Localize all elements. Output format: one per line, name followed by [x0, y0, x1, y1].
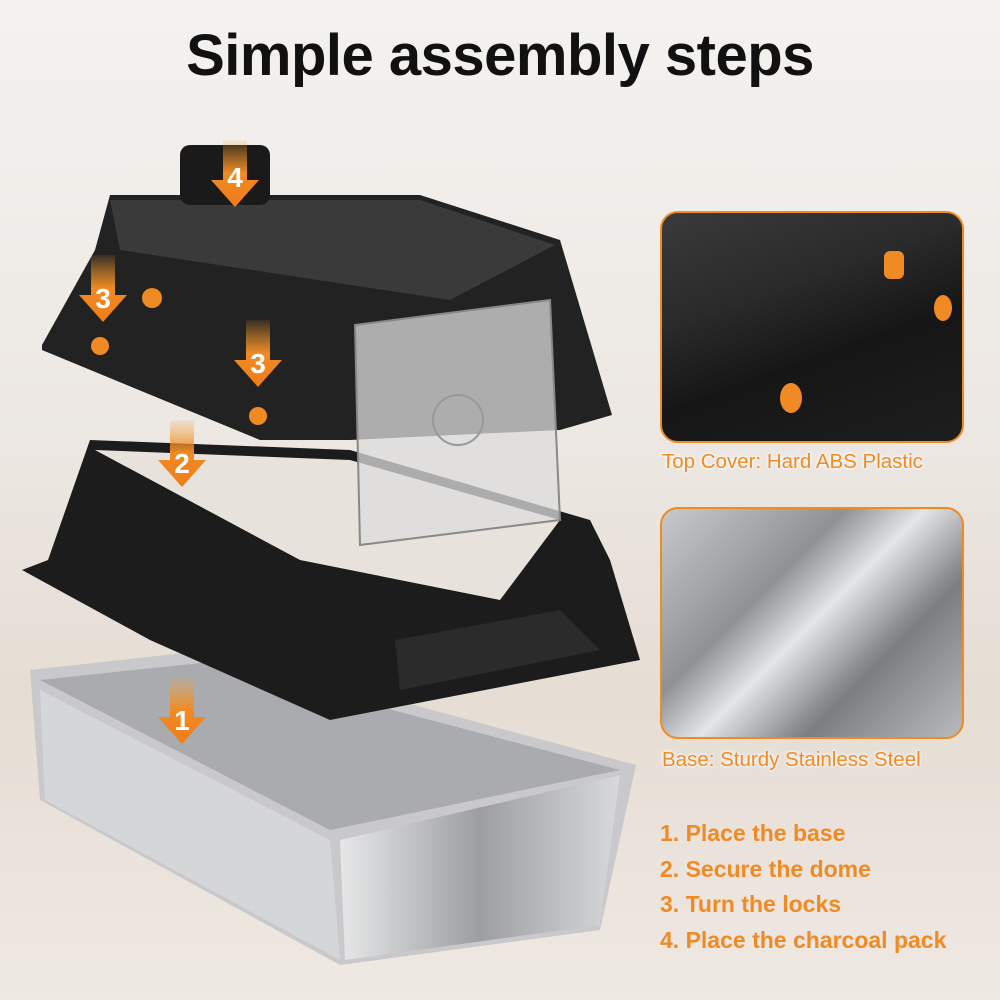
orange-lock-icon [934, 295, 952, 321]
svg-text:1: 1 [174, 705, 190, 736]
page-title: Simple assembly steps [186, 23, 814, 88]
svg-text:3: 3 [95, 283, 111, 314]
top-cover-closeup [660, 211, 964, 443]
base-closeup [660, 507, 964, 739]
step-item: 2. Secure the dome [660, 855, 871, 882]
top-cover-caption: Top Cover: Hard ABS Plastic [662, 450, 923, 473]
step-item: 4. Place the charcoal pack [660, 926, 947, 953]
svg-text:2: 2 [174, 448, 190, 479]
top-cover [42, 145, 612, 547]
arrow-step-2: 2 [158, 420, 206, 487]
svg-text:4: 4 [227, 162, 243, 193]
arrow-step-3-right: 3 [234, 320, 282, 387]
arrow-step-4: 4 [211, 140, 259, 207]
step-item: 1. Place the base [660, 820, 846, 846]
orange-lock-icon [884, 251, 904, 279]
arrow-step-3-left: 3 [79, 255, 127, 322]
base-caption: Base: Sturdy Stainless Steel [662, 748, 921, 771]
step-item: 3. Turn the locks [660, 891, 842, 917]
arrow-step-1: 1 [158, 677, 206, 744]
svg-text:3: 3 [250, 348, 266, 379]
assembly-steps-list: 1. Place the base 2. Secure the dome 3. … [660, 816, 946, 958]
orange-lock-icon [780, 383, 802, 413]
